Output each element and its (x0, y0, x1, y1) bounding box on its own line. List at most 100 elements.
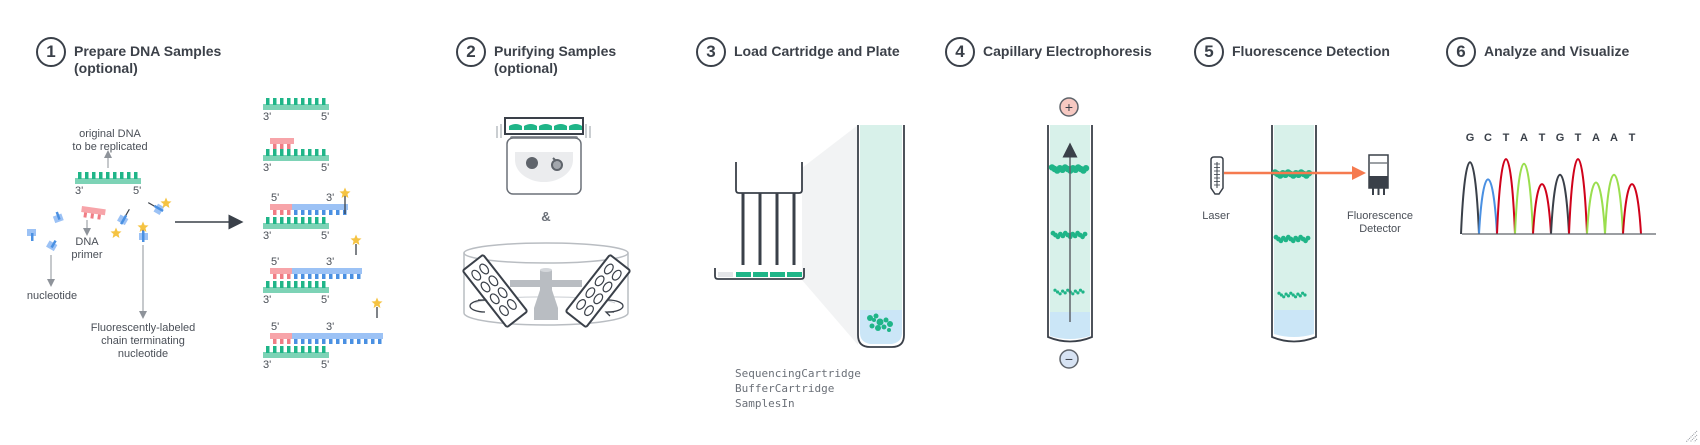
new-strand-tooth (301, 274, 305, 279)
peak-g (1460, 161, 1480, 235)
new-strand-tooth (336, 210, 340, 215)
step-1-header: 1 Prepare DNA Samples (optional) (36, 37, 221, 77)
step-number-badge: 4 (945, 37, 975, 67)
primer-tooth (280, 210, 284, 215)
dna-band-dot (1293, 295, 1298, 299)
template-backbone (263, 223, 329, 229)
base-tooth (315, 98, 319, 105)
tube-rack-left (462, 254, 528, 328)
tube-slot (506, 299, 517, 310)
star-icon (110, 227, 122, 238)
base-tooth (315, 281, 319, 288)
file-item[interactable]: SamplesIn (735, 397, 795, 410)
primer-tooth (273, 210, 277, 215)
dna-band-dot (1066, 288, 1070, 292)
base-tooth (273, 281, 277, 288)
base-tooth (301, 346, 305, 353)
primer-backbone (270, 268, 292, 274)
end-3-label: 3' (263, 111, 271, 123)
primer-fragment (81, 206, 106, 220)
file-item[interactable]: SequencingCartridge (735, 367, 861, 380)
end-3-label: 3' (263, 294, 271, 306)
nucleotide-label: nucleotide (26, 290, 78, 302)
new-strand-tooth (322, 210, 326, 215)
base-tooth (315, 346, 319, 353)
base-tooth (266, 346, 270, 353)
file-list: SequencingCartridge BufferCartridge Samp… (735, 366, 861, 411)
terminator-nucleotide-icon (147, 202, 165, 215)
end-5-label: 5' (271, 256, 279, 268)
rotate-arrow-icon (478, 295, 488, 301)
step-title: Load Cartridge and Plate (734, 37, 900, 60)
end-3-label: 3' (263, 359, 271, 371)
dna-fragment-dot (875, 325, 881, 331)
base-tooth (322, 217, 326, 224)
base-label: G (1556, 132, 1565, 144)
base-tooth (280, 346, 284, 353)
new-strand-tooth (308, 210, 312, 215)
template-dna-strand: 3'5' (75, 172, 141, 197)
nucleotide-icon (46, 239, 58, 252)
dna-band-dot (1058, 292, 1062, 296)
new-strand-tooth (308, 274, 312, 279)
well-sample (554, 124, 567, 130)
dna-band-dot (1301, 291, 1305, 295)
new-strand-tooth (343, 339, 347, 344)
well-sample (539, 124, 552, 130)
new-strand-tooth (343, 274, 347, 279)
base-tooth (308, 346, 312, 353)
new-strand-tooth (329, 210, 333, 215)
dna-band-dot (1279, 293, 1283, 297)
tube-slot (489, 293, 500, 305)
label-line: Detector (1359, 223, 1401, 235)
end-5-label: 5' (133, 185, 141, 197)
new-strand-tooth (364, 339, 368, 344)
tube-slot (585, 287, 596, 299)
label-line: nucleotide (117, 348, 169, 360)
base-tooth (287, 98, 291, 105)
dna-band-dot (1082, 165, 1090, 172)
dna-band-dot (1286, 294, 1291, 298)
file-item[interactable]: BufferCartridge (735, 382, 835, 395)
new-strand-tooth (350, 274, 354, 279)
primer-tooth (273, 339, 277, 344)
label-line: DNA (75, 236, 99, 248)
base-tooth (106, 172, 110, 179)
step-title-main: Capillary Electrophoresis (983, 43, 1152, 59)
centrifuge (462, 242, 631, 328)
peak-a (1604, 174, 1624, 235)
dna-band-dot (1305, 235, 1311, 241)
base-label: G (1466, 132, 1475, 144)
tube-rack-right (565, 254, 631, 328)
tube-slot (480, 281, 491, 293)
positive-electrode-icon (1059, 97, 1079, 117)
primer-backbone (270, 204, 292, 210)
end-5-label: 5' (271, 192, 279, 204)
new-strand-tooth (308, 339, 312, 344)
peak-a (1514, 163, 1534, 235)
well-sample (524, 124, 537, 130)
new-strand-tooth (350, 339, 354, 344)
step-number-badge: 6 (1446, 37, 1476, 67)
base-tooth (301, 149, 305, 156)
detector-label: Fluorescence Detector (1340, 210, 1420, 236)
base-tooth (308, 217, 312, 224)
dna-fragment-dot (876, 318, 884, 326)
base-tooth (287, 149, 291, 156)
step-title: Purifying Samples (optional) (494, 37, 616, 77)
label-line: Fluorescently-labeled (90, 322, 196, 334)
label-line: primer (71, 249, 103, 261)
new-strand-tooth (329, 339, 333, 344)
base-tooth (99, 172, 103, 179)
new-strand-backbone (292, 204, 348, 210)
dna-fragment-dot (881, 324, 887, 330)
step-number-badge: 2 (456, 37, 486, 67)
resize-handle-icon[interactable] (1682, 427, 1698, 443)
dna-band-dot (1082, 231, 1088, 237)
step-title-sub: (optional) (74, 60, 138, 76)
well-sample (569, 124, 582, 130)
dna-band-dot (1063, 291, 1067, 295)
terminator-label: Fluorescently-labeled chain terminating … (83, 322, 203, 361)
plus-icon: + (1065, 99, 1073, 115)
end-3-label: 3' (326, 321, 334, 333)
